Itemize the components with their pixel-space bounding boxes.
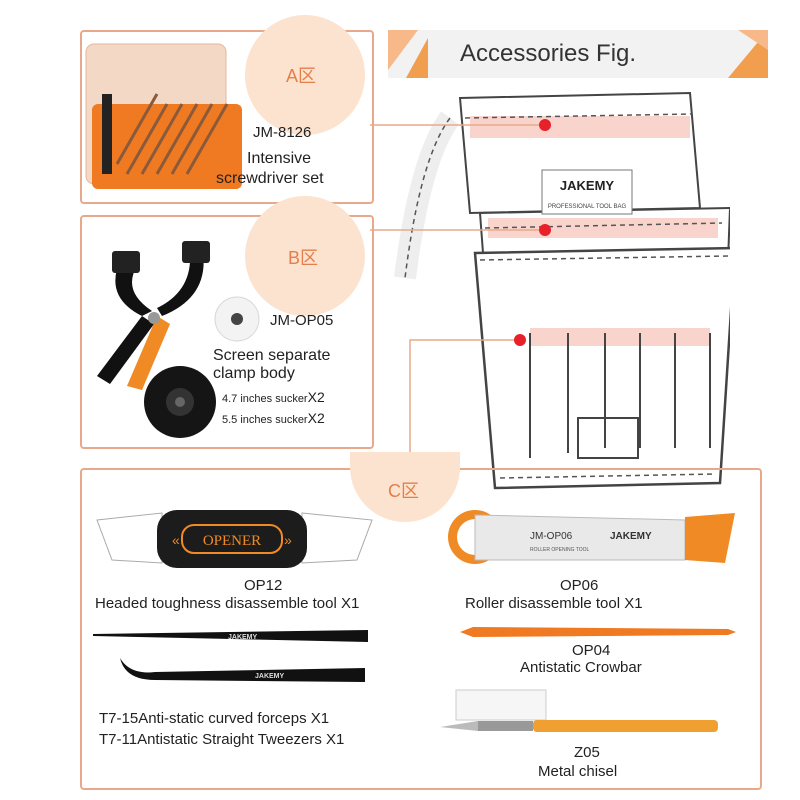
t711-name: Antistatic Straight Tweezers X1: [137, 731, 345, 748]
bag-brand-text: JAKEMY: [560, 178, 615, 193]
zone-b-label: B区: [288, 248, 319, 268]
large-sucker-image: [144, 366, 216, 438]
tool-bag-image: JAKEMY PROFESSIONAL TOOL BAG: [394, 91, 730, 490]
op12-print-text: OPENER: [203, 533, 261, 549]
op12-name: Headed toughness disassemble tool X1: [95, 595, 360, 612]
zone-b-badge: [245, 196, 365, 316]
tweezer-brand-text-2: JAKEMY: [255, 673, 285, 680]
op06-code: OP06: [560, 577, 599, 594]
op04-name: Antistatic Crowbar: [520, 659, 642, 676]
t715-line: T7-15Anti-static curved forceps X1: [99, 710, 329, 727]
zone-a-badge: [245, 15, 365, 135]
op04-tool-image: [460, 627, 736, 637]
op06-name: Roller disassemble tool X1: [465, 595, 643, 612]
zone-a-name-line2: screwdriver set: [216, 170, 324, 187]
z05-tool-image: [440, 689, 718, 732]
bag-tagline-text: PROFESSIONAL TOOL BAG: [548, 204, 627, 210]
t711-line: T7-11Antistatic Straight Tweezers X1: [99, 731, 344, 748]
op06-brand-text: JAKEMY: [610, 531, 652, 542]
zone-b-name-line2: clamp body: [213, 365, 295, 382]
z05-code: Z05: [574, 744, 600, 761]
op06-print-text: JM-OP06: [530, 531, 573, 542]
header-left-decoration: [388, 30, 428, 78]
op12-tool-image: OPENER « »: [96, 510, 373, 568]
op04-code: OP04: [572, 642, 611, 659]
sucker-2-line: 5.5 inches suckerX2: [222, 410, 325, 428]
sucker-1-text: 4.7 inches sucker: [222, 393, 308, 405]
t715-name: Anti-static curved forceps X1: [138, 710, 330, 727]
header-banner: Accessories Fig.: [388, 30, 768, 78]
z05-name: Metal chisel: [538, 763, 618, 780]
header-right-decoration: [728, 30, 768, 78]
straight-tweezers-image: JAKEMY: [93, 630, 368, 642]
clamp-image: [97, 241, 210, 390]
curved-tweezers-image: JAKEMY: [120, 658, 365, 682]
zone-b-model: JM-OP05: [270, 312, 334, 329]
t711-code: T7-11: [99, 731, 138, 748]
sucker-2-qty: X2: [307, 410, 325, 426]
sucker-2-text: 5.5 inches sucker: [222, 414, 308, 426]
sucker-1-line: 4.7 inches suckerX2: [222, 389, 325, 407]
op12-chevron-left: «: [172, 532, 180, 548]
zone-a-label: A区: [286, 66, 317, 86]
op06-subprint-text: ROLLER OPENING TOOL: [530, 547, 589, 553]
zone-a-model: JM-8126: [253, 124, 312, 141]
op12-chevron-right: »: [284, 532, 292, 548]
op06-tool-image: JM-OP06 JAKEMY ROLLER OPENING TOOL: [448, 510, 735, 564]
tweezer-brand-text-1: JAKEMY: [228, 634, 258, 641]
screwdriver-set-image: [85, 43, 242, 189]
zone-a-name-line1: Intensive: [247, 150, 312, 167]
page-title: Accessories Fig.: [460, 40, 637, 67]
zone-b-name-line1: Screen separate: [213, 347, 331, 364]
small-sucker-image: [214, 296, 260, 342]
zone-c-label: C区: [388, 481, 419, 501]
sucker-1-qty: X2: [307, 389, 325, 405]
t715-code: T7-15: [99, 710, 139, 727]
op12-code: OP12: [244, 577, 283, 594]
